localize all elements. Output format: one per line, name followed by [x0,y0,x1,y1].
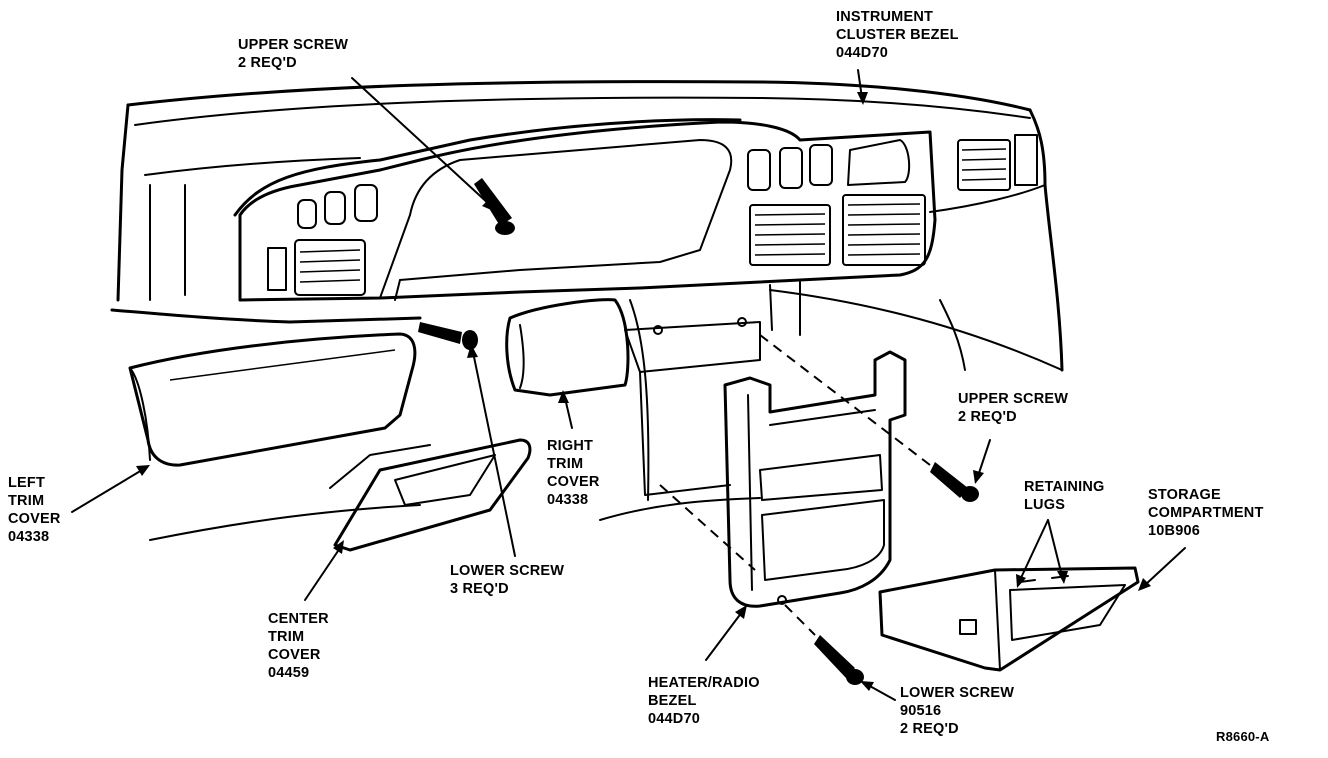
label-line: 044D70 [836,45,888,61]
label-line: 2 REQ'D [958,409,1017,425]
label-upper-screw-top: UPPER SCREW 2 REQ'D [238,36,348,72]
label-line: HEATER/RADIO [648,675,760,691]
label-right-trim-cover: RIGHT TRIM COVER 04338 [547,437,600,509]
label-line: 044D70 [648,711,700,727]
label-line: 3 REQ'D [450,581,509,597]
label-heater-radio-bezel: HEATER/RADIO BEZEL 044D70 [648,674,760,728]
label-line: UPPER SCREW [238,37,349,53]
label-line: LEFT [8,475,46,491]
label-line: RIGHT [547,438,594,454]
label-instrument-cluster-bezel: INSTRUMENT CLUSTER BEZEL 044D70 [836,8,959,62]
label-line: COMPARTMENT [1148,505,1264,521]
guide-line-lower-bottom [784,604,816,636]
label-line: LUGS [1024,497,1066,513]
label-line: BEZEL [648,693,697,709]
label-line: LOWER SCREW [450,563,565,579]
screw-lower-bottom [814,635,864,685]
label-lower-screw-center: LOWER SCREW 3 REQ'D [450,562,564,598]
figure-code: R8660-A [1216,728,1269,746]
center-stack-recess [624,281,801,501]
guide-line-bezel [659,484,756,571]
label-line: LOWER SCREW [900,685,1015,701]
label-line: CENTER [268,611,329,627]
label-line: 04338 [8,529,50,545]
label-line: UPPER SCREW [958,391,1069,407]
label-line: TRIM [268,629,305,645]
screw-upper-top [474,178,515,235]
label-line: TRIM [547,456,584,472]
left-trim-cover-shape [128,332,417,467]
label-line: 2 REQ'D [238,55,297,71]
label-line: CLUSTER BEZEL [836,27,959,43]
label-line: 90516 [900,703,942,719]
label-line: 10B906 [1148,523,1200,539]
label-line: 2 REQ'D [900,721,959,737]
leader-arrows [71,69,1186,701]
center-trim-cover-shape [329,438,532,552]
label-line: COVER [268,647,321,663]
label-lower-screw-bottom: LOWER SCREW 90516 2 REQ'D [900,684,1014,738]
label-line: STORAGE [1148,487,1221,503]
label-retaining-lugs: RETAINING LUGS [1024,478,1104,514]
label-center-trim-cover: CENTER TRIM COVER 04459 [268,610,329,682]
label-line: COVER [547,474,600,490]
label-storage-compartment: STORAGE COMPARTMENT 10B906 [1148,486,1264,540]
storage-compartment-shape [878,566,1140,672]
label-upper-screw-right: UPPER SCREW 2 REQ'D [958,390,1068,426]
screw-lower-center [418,322,478,350]
label-left-trim-cover: LEFT TRIM COVER 04338 [8,474,61,546]
label-line: RETAINING [1024,479,1105,495]
label-line: INSTRUMENT [836,9,934,25]
label-line: 04338 [547,492,589,508]
heater-radio-bezel-shape [723,350,907,608]
dashboard-body [110,80,1064,541]
guide-line-upper-right [759,334,931,466]
label-line: COVER [8,511,61,527]
label-line: TRIM [8,493,45,509]
label-line: 04459 [268,665,310,681]
screw-upper-right [930,462,979,502]
label-line: R8660-A [1216,729,1270,744]
right-trim-cover-shape [505,298,630,397]
instrument-cluster-bezel-shape [238,120,1038,302]
